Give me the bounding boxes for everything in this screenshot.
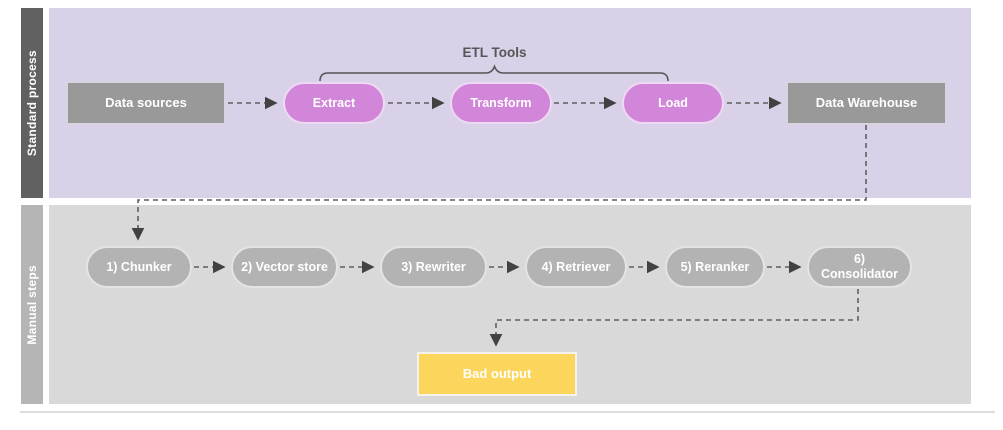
node-load: Load	[622, 82, 724, 124]
bottom-divider-line	[20, 411, 995, 413]
lane-label-standard-process: Standard process	[21, 8, 43, 198]
node-chunker: 1) Chunker	[86, 246, 192, 288]
lane-label-manual-steps: Manual steps	[21, 205, 43, 404]
node-extract: Extract	[283, 82, 385, 124]
lane-label-standard-process-text: Standard process	[25, 49, 39, 157]
etl-tools-label: ETL Tools	[462, 45, 527, 60]
node-vector-store: 2) Vector store	[231, 246, 338, 288]
node-rewriter: 3) Rewriter	[380, 246, 487, 288]
node-data-warehouse: Data Warehouse	[787, 82, 946, 124]
node-transform: Transform	[450, 82, 552, 124]
node-reranker: 5) Reranker	[665, 246, 765, 288]
lane-label-manual-steps-text: Manual steps	[25, 264, 39, 345]
node-bad-output: Bad output	[417, 352, 577, 396]
node-retriever: 4) Retriever	[525, 246, 627, 288]
node-consolidator: 6) Consolidator	[807, 246, 912, 288]
node-data-sources: Data sources	[67, 82, 225, 124]
